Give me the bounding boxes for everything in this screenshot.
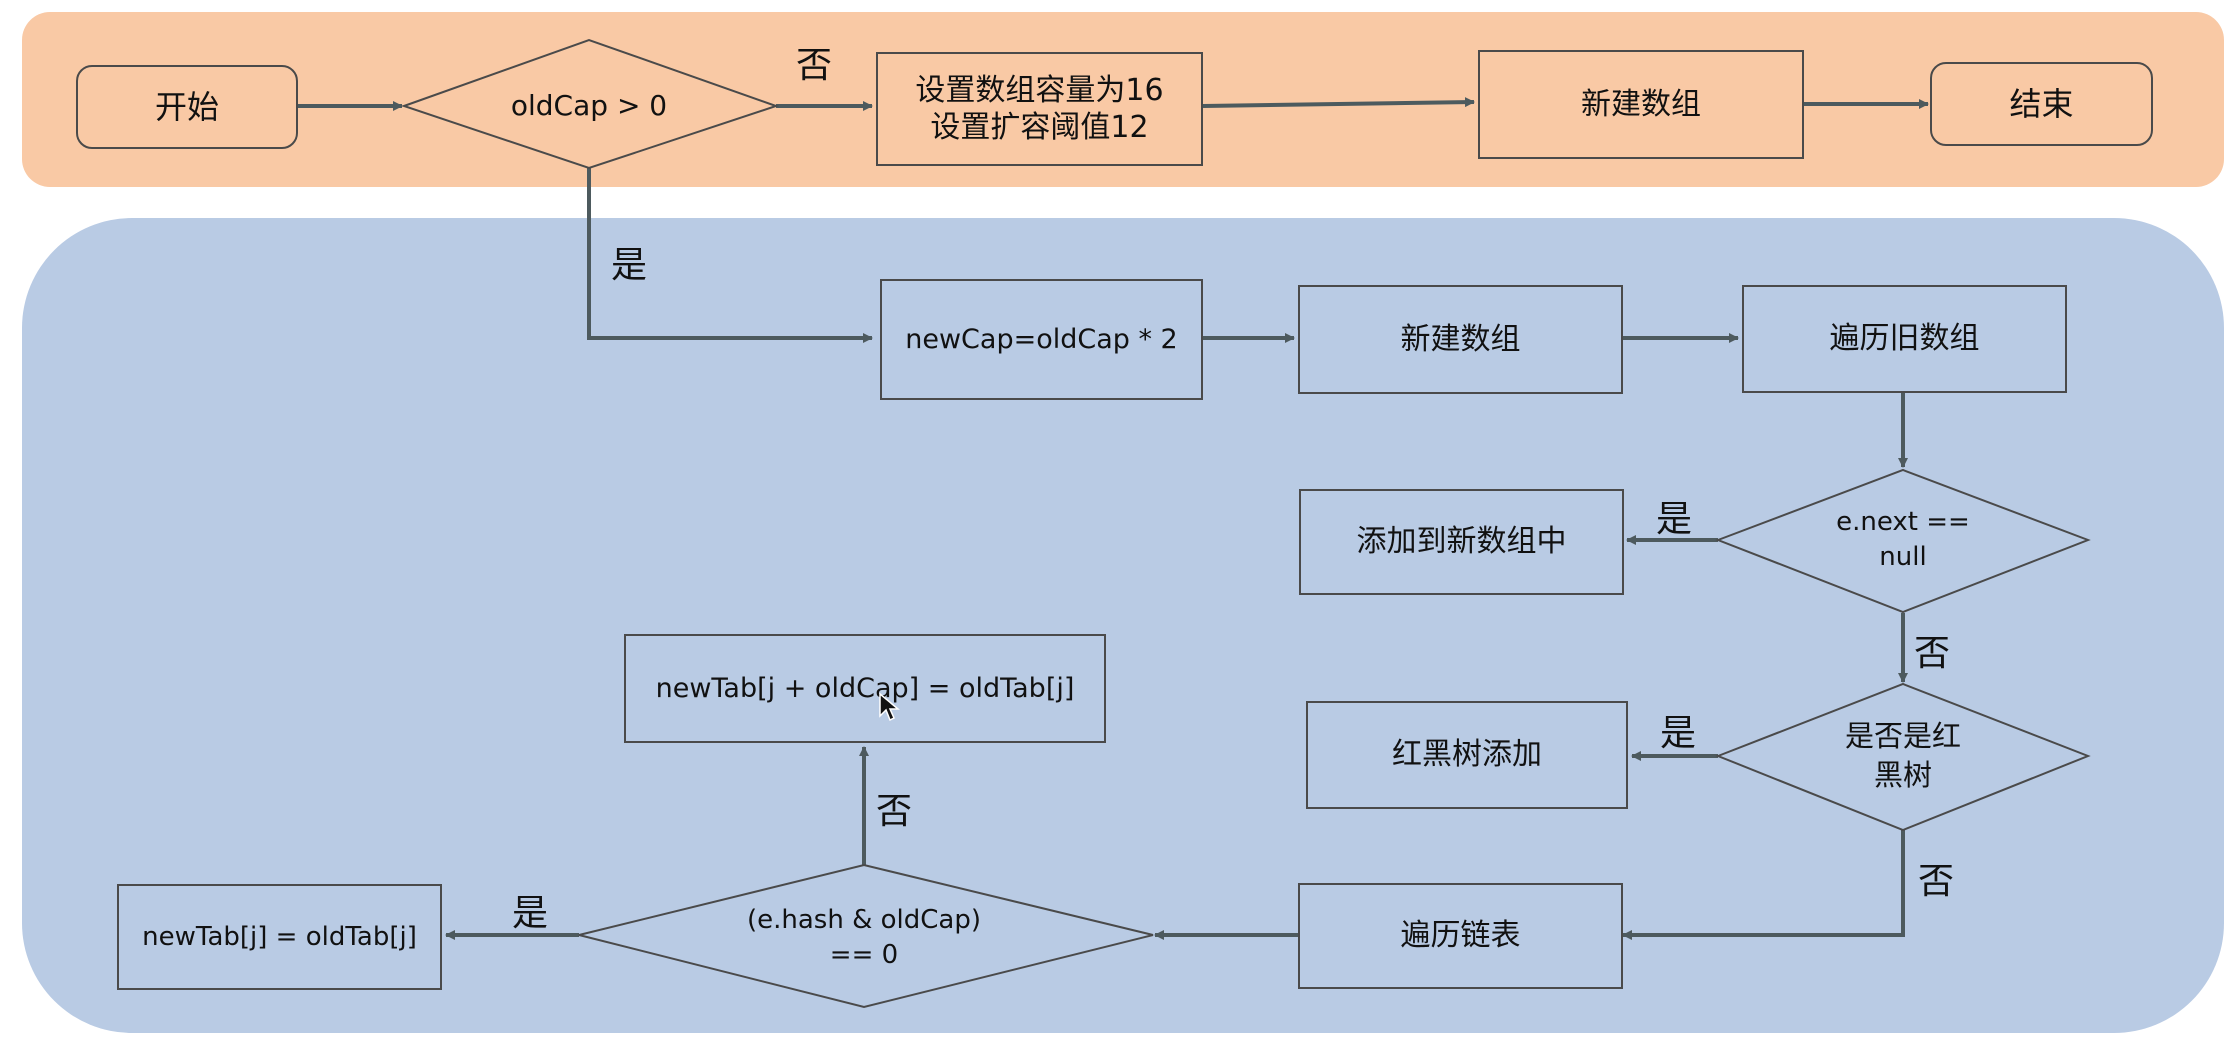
edge-default-to-new: [1202, 97, 1475, 108]
iterate-old-node: 遍历旧数组: [1742, 285, 2067, 393]
edge-tree-no: [1622, 830, 1905, 940]
iterate-list-node: 遍历链表: [1298, 883, 1623, 989]
cond-is-tree-shape: [1715, 682, 2091, 832]
cond-hash-shape: [578, 863, 1154, 1009]
edge-label-hash-yes: 是: [512, 893, 549, 934]
cond-oldcap-shape: [400, 38, 780, 170]
cond-hash-label: (e.hash & oldCap) == 0: [746, 904, 981, 970]
edge-label-oldcap-no: 否: [796, 45, 833, 86]
set-default-node: 设置数组容量为16 设置扩容阈值12: [876, 52, 1203, 166]
edge-label-tree-yes: 是: [1660, 713, 1697, 754]
end-node: 结束: [1930, 62, 2153, 146]
start-node: 开始: [76, 65, 298, 149]
edge-label-hash-no: 否: [876, 791, 913, 832]
assign-same-node: newTab[j] = oldTab[j]: [117, 884, 442, 990]
new-array-node: 新建数组: [1298, 285, 1623, 394]
resize-phase-band: [22, 218, 2224, 1033]
edge-label-next-yes: 是: [1656, 499, 1693, 540]
edge-label-oldcap-yes: 是: [611, 245, 648, 286]
tree-add-node: 红黑树添加: [1306, 701, 1628, 809]
mouse-cursor-icon: [879, 692, 900, 722]
cond-next-null-label: e.next == null: [1836, 506, 1970, 572]
add-to-new-node: 添加到新数组中: [1299, 489, 1624, 595]
edge-label-tree-no: 否: [1918, 861, 1955, 902]
cond-is-tree-label: 是否是红 黑树: [1844, 718, 1961, 792]
cond-oldcap-label: oldCap > 0: [510, 89, 668, 123]
cond-next-null-shape: [1715, 468, 2091, 614]
assign-offset-node: newTab[j + oldCap] = oldTab[j]: [624, 634, 1106, 743]
edge-cond-yes: [587, 168, 873, 343]
init-phase-band: [22, 12, 2224, 187]
double-cap-node: newCap=oldCap * 2: [880, 279, 1203, 400]
edge-label-next-no: 否: [1914, 633, 1951, 674]
new-array-top-node: 新建数组: [1478, 50, 1804, 159]
